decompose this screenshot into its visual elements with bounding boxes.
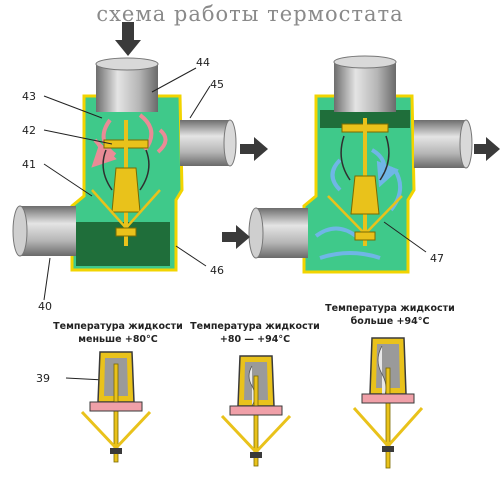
caption-hot-line1: Температура жидкости <box>325 303 455 314</box>
wax-capsule-left <box>111 167 141 213</box>
caption-hot-line2: больше +94°C <box>350 316 430 327</box>
outflow-arrow-right <box>474 137 500 161</box>
callout-44: 44 <box>196 56 210 69</box>
pipe-lower-left <box>20 206 76 256</box>
inflow-arrow-top <box>115 22 141 56</box>
pipe-lower-right <box>256 208 308 258</box>
right-thermostat-hot <box>222 55 500 274</box>
callout-47: 47 <box>430 252 444 265</box>
valve-state-mid <box>220 355 292 467</box>
lower-chamber-left <box>76 222 170 266</box>
pipe-top-left <box>96 64 158 112</box>
caption-cold-line2: меньше +80°C <box>78 334 158 345</box>
pipe-top-right <box>334 62 396 112</box>
outflow-arrow-left <box>240 137 268 161</box>
callout-45: 45 <box>210 78 224 91</box>
leader-lines <box>43 67 427 381</box>
diagram-title: схема работы термостата <box>96 2 404 26</box>
left-thermostat-cold <box>12 22 268 272</box>
callout-43: 43 <box>22 90 36 103</box>
caption-mid-line1: Температура жидкости <box>190 321 320 332</box>
callout-46: 46 <box>210 264 224 277</box>
caption-hot: Температура жидкости больше +94°C <box>290 302 490 328</box>
valve-state-cold <box>80 351 152 463</box>
callout-41: 41 <box>22 158 36 171</box>
callout-42: 42 <box>22 124 36 137</box>
pipe-right-right <box>414 120 466 168</box>
inflow-arrow-right <box>222 225 250 249</box>
callout-40: 40 <box>38 300 52 313</box>
caption-mid-line2: +80 — +94°C <box>219 334 291 345</box>
coolant-flow-right <box>314 148 403 260</box>
callout-39: 39 <box>36 372 50 385</box>
pipe-right-left <box>180 120 230 166</box>
caption-cold-line1: Температура жидкости <box>53 321 183 332</box>
valve-state-hot <box>352 337 424 469</box>
caption-mid: Температура жидкости +80 — +94°C <box>155 320 355 346</box>
hot-flow-left <box>95 113 168 162</box>
caption-cold: Температура жидкости меньше +80°C <box>18 320 218 346</box>
